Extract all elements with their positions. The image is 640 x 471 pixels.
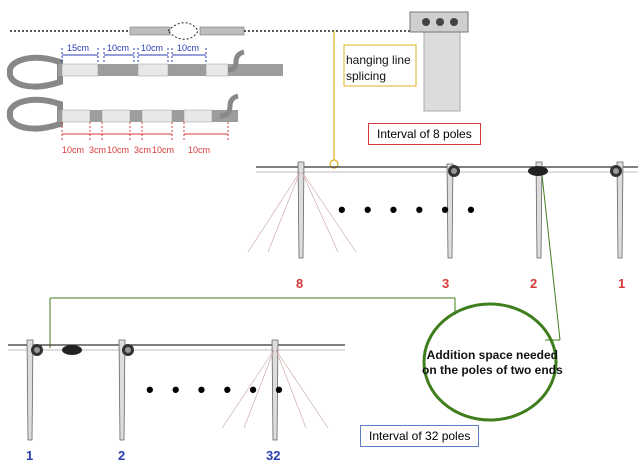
pole-2 [528, 161, 548, 259]
pole-number-3: 3 [442, 276, 450, 291]
pole-bottom-number-1: 1 [26, 448, 34, 463]
dim-top-4: 10cm [177, 43, 200, 53]
dim-bottom-3: 10cm [107, 145, 130, 155]
ellipsis-upper: • • • • • • [338, 197, 481, 222]
ellipsis-lower: • • • • • • [146, 377, 289, 402]
splice-bottom-illustration [6, 93, 239, 140]
interval-32-box: Interval of 32 poles [360, 425, 480, 447]
hanging-line-label: hanging line splicing [346, 52, 411, 84]
dim-bottom-5: 10cm [152, 145, 175, 155]
top-splice-line [10, 22, 420, 40]
pole-1 [610, 161, 624, 259]
pole-bottom-number-32: 32 [266, 448, 281, 463]
dim-bottom-4: 3cm [134, 145, 152, 155]
pole-bottom-32 [221, 339, 329, 441]
upper-pole-line [247, 161, 638, 259]
dim-top-3: 10cm [141, 43, 164, 53]
interval-8-box: Interval of 8 poles [368, 123, 481, 145]
pole-bottom-2 [118, 339, 134, 441]
hanging-line-label-line1: hanging line [346, 53, 411, 67]
dim-bottom-2: 3cm [89, 145, 107, 155]
pole-number-1: 1 [618, 276, 626, 291]
dim-top-1: 15cm [67, 43, 90, 53]
pole-number-2: 2 [530, 276, 538, 291]
addition-space-connector [49, 174, 561, 422]
addition-space-label: Addition space needed on the poles of tw… [422, 348, 563, 378]
pole-cross-section-icon [409, 11, 469, 112]
pole-bottom-number-2: 2 [118, 448, 126, 463]
addition-space-line1: Addition space needed [426, 348, 559, 362]
splice-top-illustration [6, 48, 283, 90]
lower-pole-line [8, 339, 345, 441]
dim-top-2: 10cm [107, 43, 130, 53]
pole-3 [446, 163, 460, 259]
hanging-line-connector [329, 31, 417, 169]
dim-bottom-6: 10cm [188, 145, 211, 155]
hanging-line-label-line2: splicing [346, 69, 387, 83]
pole-bottom-1 [26, 339, 82, 441]
dim-bottom-1: 10cm [62, 145, 85, 155]
pole-number-8: 8 [296, 276, 304, 291]
pole-8 [247, 161, 357, 259]
addition-space-line2: on the poles of two ends [422, 363, 563, 377]
